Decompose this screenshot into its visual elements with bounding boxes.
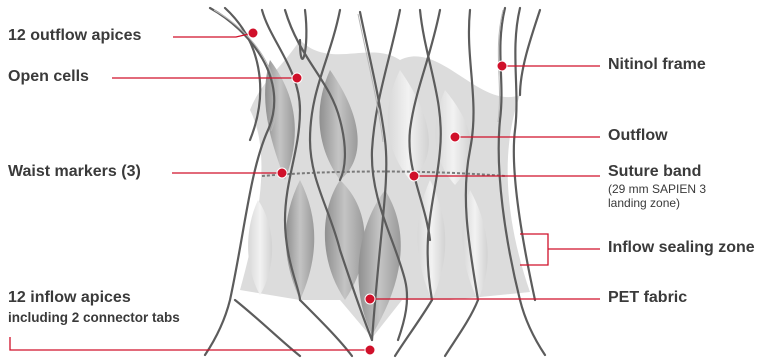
label-outflow: Outflow: [608, 127, 668, 145]
label-nitinol-frame: Nitinol frame: [608, 56, 706, 74]
label-inflow-sealing-zone: Inflow sealing zone: [608, 239, 755, 257]
label-inflow-apices-sub: including 2 connector tabs: [8, 309, 180, 327]
label-suture-band-note-1: (29 mm SAPIEN 3: [608, 182, 706, 196]
label-waist-markers: Waist markers (3): [8, 163, 141, 181]
label-suture-band-note-2: landing zone): [608, 196, 680, 210]
label-outflow-apices: 12 outflow apices: [8, 27, 141, 45]
label-pet-fabric: PET fabric: [608, 289, 687, 307]
label-open-cells: Open cells: [8, 68, 89, 86]
label-suture-band: Suture band: [608, 163, 701, 181]
label-inflow-apices: 12 inflow apices: [8, 289, 131, 307]
